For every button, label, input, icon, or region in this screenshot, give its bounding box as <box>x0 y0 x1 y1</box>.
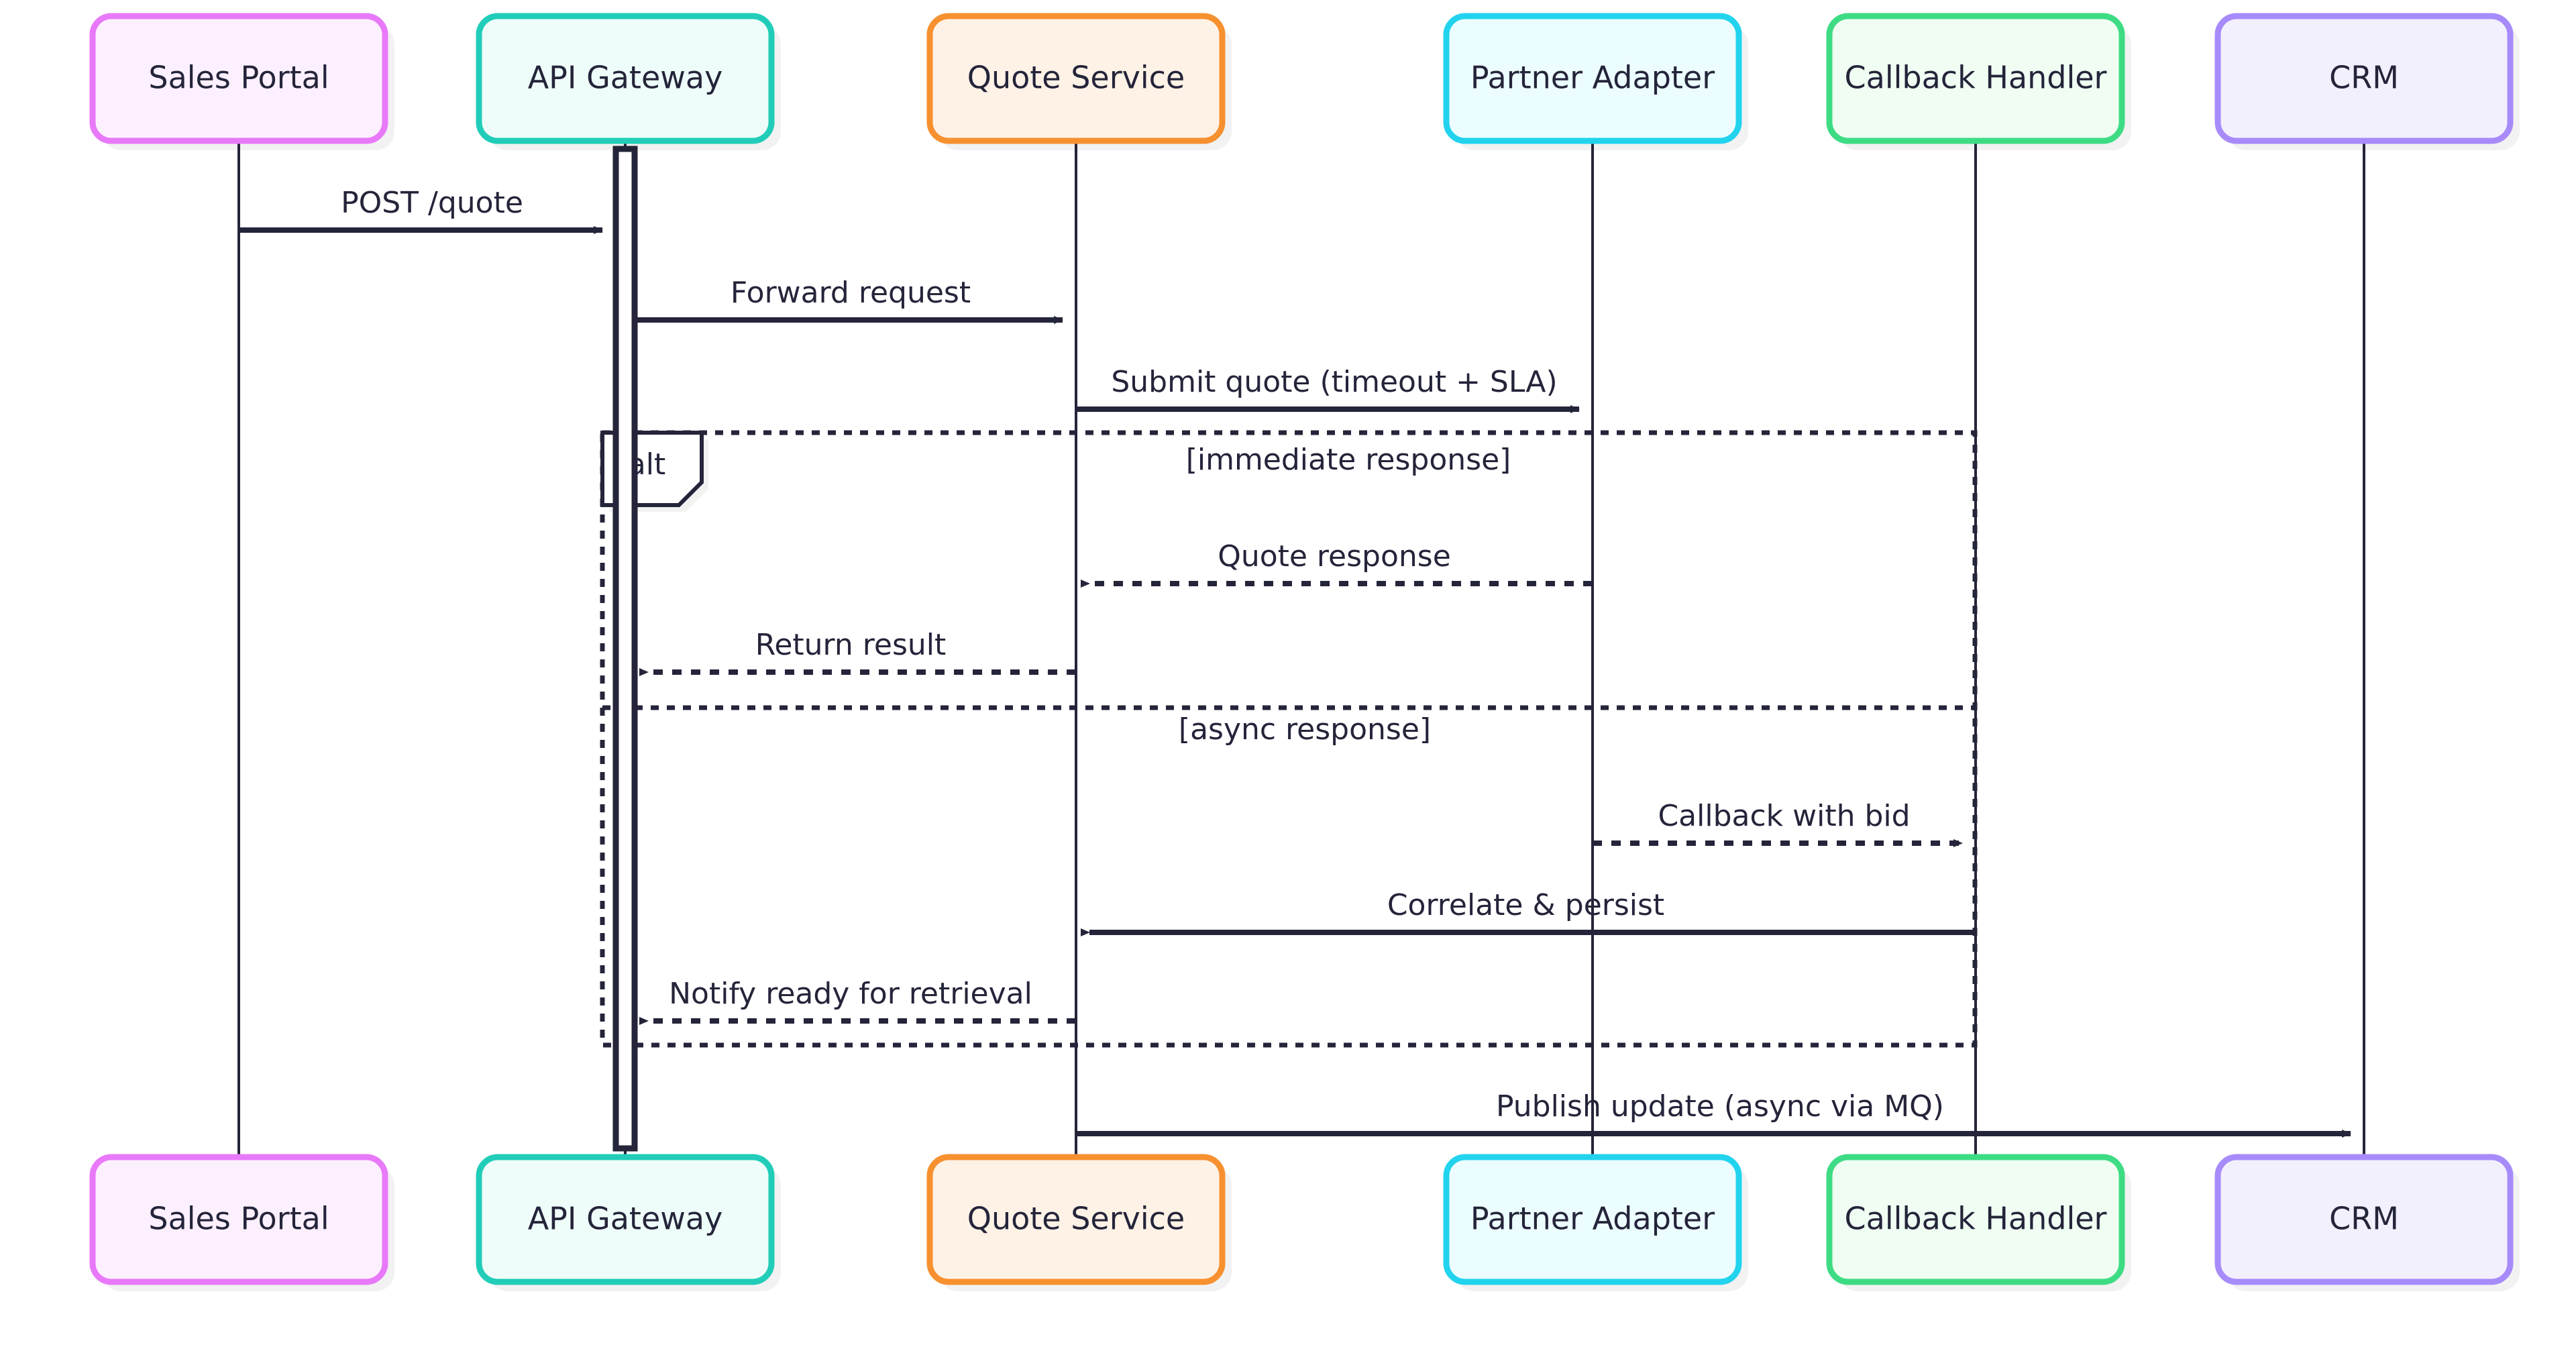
message-m6: Callback with bid <box>1593 799 1963 847</box>
participant-box[interactable] <box>89 13 388 144</box>
lifelines-layer <box>237 141 2365 1158</box>
participant-quote-service-bottom[interactable]: Quote Service <box>926 1154 1232 1291</box>
participant-quote-service-top[interactable]: Quote Service <box>926 13 1232 150</box>
message-label-m4: Quote response <box>1218 539 1451 574</box>
participant-partner-adapter-top[interactable]: Partner Adapter <box>1443 13 1748 150</box>
participant-label: Sales Portal <box>148 1201 329 1237</box>
message-label-m9: Publish update (async via MQ) <box>1496 1089 1944 1124</box>
message-label-m6: Callback with bid <box>1658 799 1910 833</box>
fragment-condition-1: [immediate response] <box>1186 443 1511 477</box>
participant-box[interactable] <box>1443 1154 1742 1285</box>
participant-label: API Gateway <box>528 60 723 96</box>
participant-crm-bottom[interactable]: CRM <box>2214 1154 2520 1291</box>
activations-layer <box>612 146 638 1152</box>
participant-label: Partner Adapter <box>1470 60 1715 96</box>
participant-api-gateway-bottom[interactable]: API Gateway <box>476 1154 781 1291</box>
participant-box[interactable] <box>1443 13 1742 144</box>
participant-label: CRM <box>2329 60 2399 96</box>
message-label-m2: Forward request <box>731 276 971 310</box>
alt-fragment-box <box>600 430 1978 1048</box>
participant-crm-top[interactable]: CRM <box>2214 13 2520 150</box>
message-m3: Submit quote (timeout + SLA) <box>1076 365 1580 413</box>
participant-callback-handler-top[interactable]: Callback Handler <box>1826 13 2131 150</box>
participant-api-gateway-top[interactable]: API Gateway <box>476 13 781 150</box>
participant-label: Quote Service <box>967 60 1185 96</box>
message-m1: POST /quote <box>239 186 603 234</box>
participant-sales-portal-top[interactable]: Sales Portal <box>89 13 394 150</box>
participant-box[interactable] <box>476 13 775 144</box>
message-m7: Correlate & persist <box>1081 888 1976 936</box>
participant-box[interactable] <box>1826 1154 2125 1285</box>
participant-box[interactable] <box>2214 13 2514 144</box>
activation-bar-api-gateway <box>612 146 638 1152</box>
participant-box[interactable] <box>1826 13 2125 144</box>
participant-label: Callback Handler <box>1845 1201 2107 1237</box>
message-m9: Publish update (async via MQ) <box>1076 1089 2351 1138</box>
fragment-layer: alt[immediate response][async response] <box>600 430 1978 1048</box>
message-m2: Forward request <box>635 276 1063 324</box>
participant-label: Sales Portal <box>148 60 329 96</box>
message-label-m7: Correlate & persist <box>1387 888 1664 922</box>
participant-box[interactable] <box>926 1154 1226 1285</box>
message-label-m8: Notify ready for retrieval <box>669 977 1032 1011</box>
message-label-m5: Return result <box>755 628 946 662</box>
participant-box[interactable] <box>89 1154 388 1285</box>
participant-label: CRM <box>2329 1201 2399 1237</box>
participant-partner-adapter-bottom[interactable]: Partner Adapter <box>1443 1154 1748 1291</box>
participant-label: Callback Handler <box>1845 60 2107 96</box>
participant-label: Partner Adapter <box>1470 1201 1715 1237</box>
participant-box[interactable] <box>926 13 1226 144</box>
participant-box[interactable] <box>2214 1154 2514 1285</box>
message-m8: Notify ready for retrieval <box>639 977 1076 1025</box>
participant-label: API Gateway <box>528 1201 723 1237</box>
participant-callback-handler-bottom[interactable]: Callback Handler <box>1826 1154 2131 1291</box>
message-m5: Return result <box>639 628 1076 676</box>
participant-label: Quote Service <box>967 1201 1185 1237</box>
participant-box[interactable] <box>476 1154 775 1285</box>
message-label-m1: POST /quote <box>341 186 523 220</box>
participant-sales-portal-bottom[interactable]: Sales Portal <box>89 1154 394 1291</box>
message-label-m3: Submit quote (timeout + SLA) <box>1111 365 1557 399</box>
message-m4: Quote response <box>1081 539 1593 588</box>
fragment-condition-2: [async response] <box>1179 712 1431 747</box>
